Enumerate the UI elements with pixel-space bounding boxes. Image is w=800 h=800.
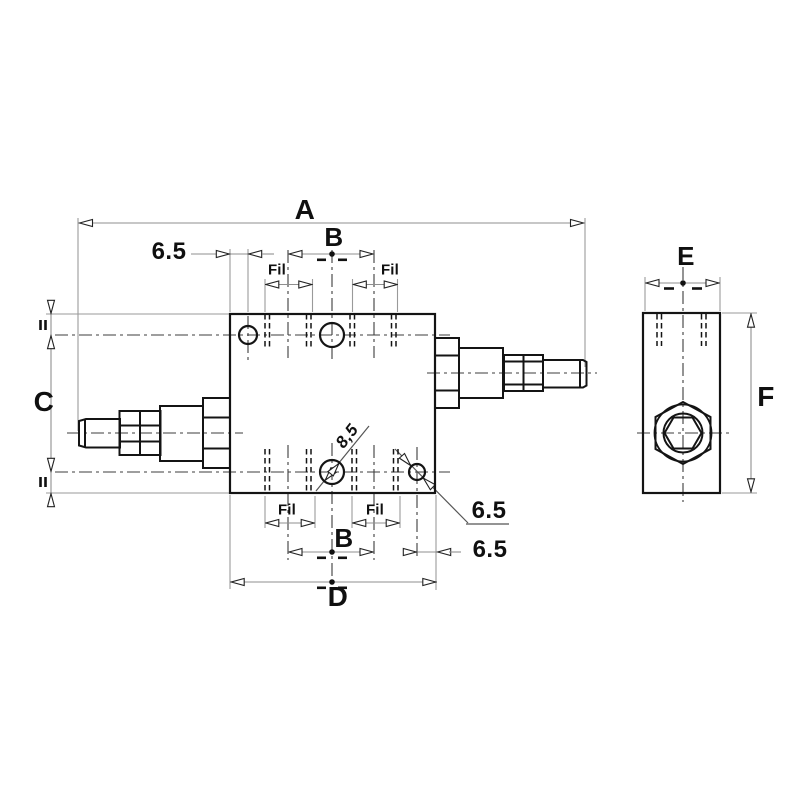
- dimension-dots: [329, 251, 686, 585]
- centerlines: [55, 250, 729, 589]
- thread-mark-bottom-left: Fil: [277, 501, 297, 519]
- side-view: [641, 311, 722, 495]
- thread-hole-dashes: [264, 314, 707, 493]
- thread-mark-top-left: Fil: [267, 261, 287, 279]
- dimension-lines: [51, 223, 751, 582]
- diameter-leaders: [315, 425, 509, 525]
- dim-label-e: E: [677, 241, 695, 271]
- hole-small-diameter-value: 6.5: [471, 497, 507, 524]
- left-cartridge: [78, 397, 231, 469]
- offset-top-value: 6.5: [151, 238, 187, 265]
- extension-lines: [46, 218, 757, 590]
- offset-bottom-value: 6.5: [472, 536, 508, 563]
- dim-label-f: F: [757, 381, 775, 412]
- thread-mark-top-right: Fil: [380, 261, 400, 279]
- dim-label-a: A: [294, 194, 316, 225]
- thread-mark-bottom-right: Fil: [365, 501, 385, 519]
- dim-label-b-bottom: B: [334, 523, 354, 553]
- dim-label-d: D: [327, 581, 349, 612]
- dim-label-b-top: B: [324, 222, 344, 252]
- equality-marks: [39, 258, 702, 590]
- dim-label-c: C: [33, 386, 55, 417]
- right-cartridge: [434, 337, 588, 409]
